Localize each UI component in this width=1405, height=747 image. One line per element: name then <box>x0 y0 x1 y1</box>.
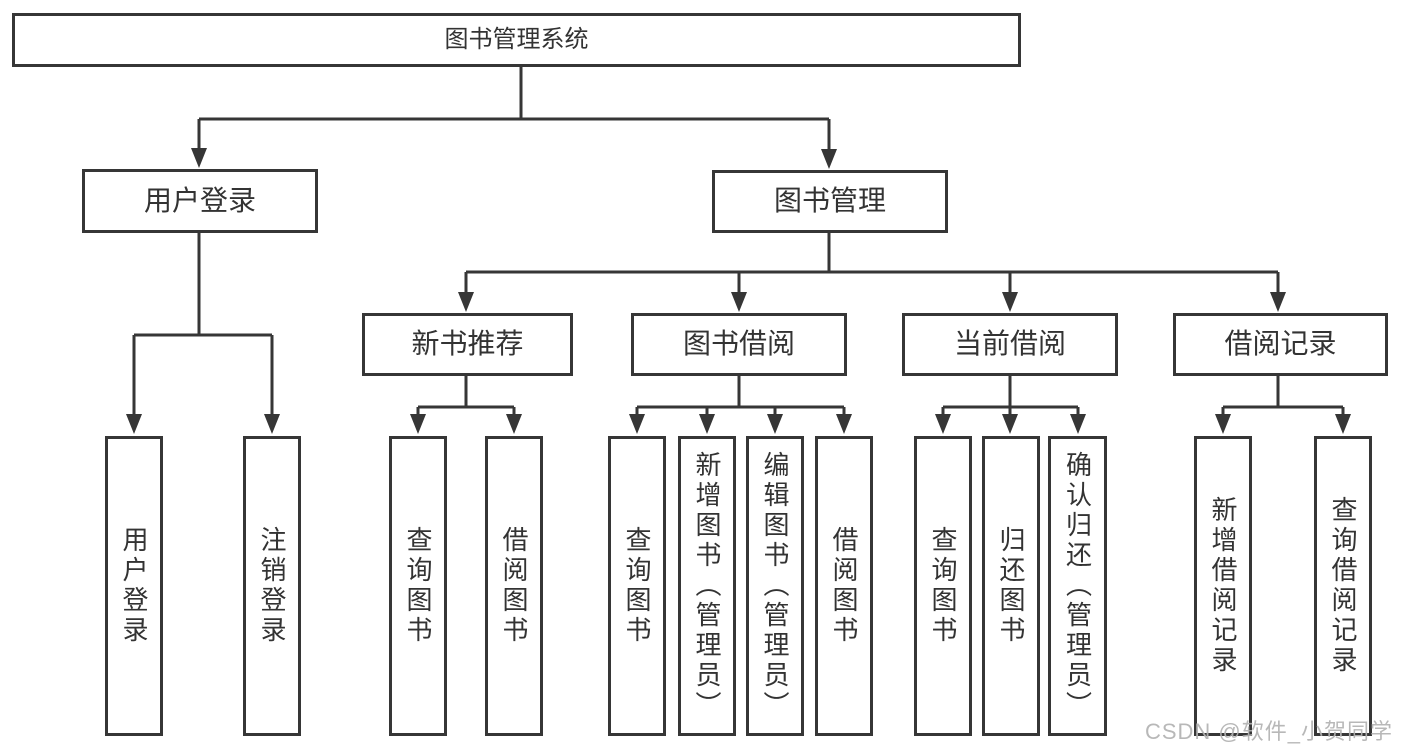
leaf-borrow-books: 借阅图书 <box>815 436 873 736</box>
leaf-query-books-recommend: 查询图书 <box>389 436 447 736</box>
leaf-confirm-return-admin: 确认归还（管理员） <box>1048 436 1107 736</box>
leaf-borrow-books-recommend: 借阅图书 <box>485 436 543 736</box>
leaf-logout: 注销登录 <box>243 436 301 736</box>
node-library-management-system: 图书管理系统 <box>12 13 1021 67</box>
leaf-edit-book-admin: 编辑图书（管理员） <box>746 436 804 736</box>
node-book-borrow: 图书借阅 <box>631 313 847 376</box>
arrow-down-icon <box>126 148 1351 434</box>
node-borrow-records: 借阅记录 <box>1173 313 1388 376</box>
leaf-add-borrow-record: 新增借阅记录 <box>1194 436 1252 736</box>
csdn-watermark: CSDN @软件_小贺同学 <box>1144 719 1393 744</box>
node-new-book-recommend: 新书推荐 <box>362 313 573 376</box>
node-current-borrow: 当前借阅 <box>902 313 1118 376</box>
leaf-query-books-current: 查询图书 <box>914 436 972 736</box>
leaf-return-book: 归还图书 <box>982 436 1040 736</box>
node-book-management: 图书管理 <box>712 170 948 233</box>
node-user-login: 用户登录 <box>82 169 318 233</box>
leaf-query-borrow-record: 查询借阅记录 <box>1314 436 1372 736</box>
leaf-query-books-borrow: 查询图书 <box>608 436 666 736</box>
leaf-add-book-admin: 新增图书（管理员） <box>678 436 736 736</box>
leaf-user-login: 用户登录 <box>105 436 163 736</box>
